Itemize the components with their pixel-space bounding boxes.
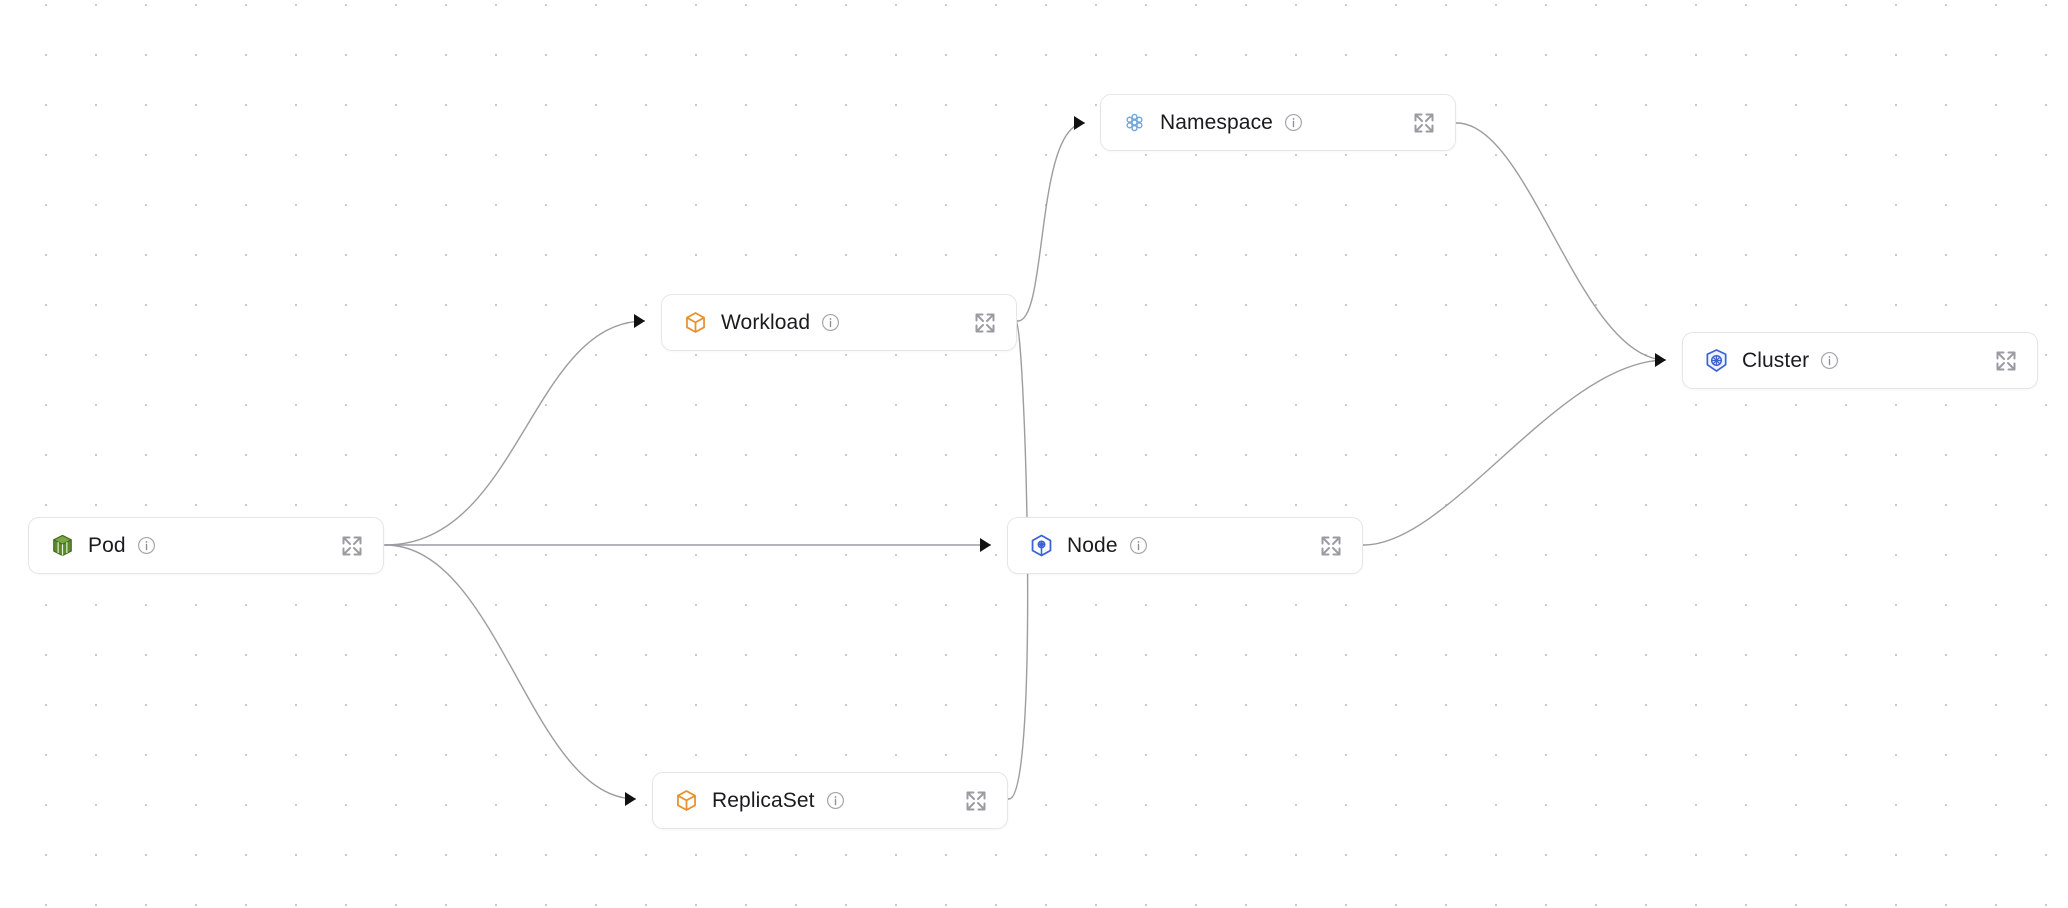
node-hexagon-icon — [1028, 533, 1054, 559]
graph-node-pod[interactable]: Pod — [28, 517, 384, 574]
graph-node-label-pod: Pod — [88, 533, 126, 557]
graph-node-node[interactable]: Node — [1007, 517, 1363, 574]
info-icon[interactable] — [1820, 351, 1839, 370]
expand-icon[interactable] — [1411, 110, 1437, 136]
edge-pod-to-replicaset[interactable] — [384, 544, 637, 800]
info-icon[interactable] — [1284, 113, 1303, 132]
replicaset-cube-icon — [673, 788, 699, 814]
info-icon[interactable] — [1129, 536, 1148, 555]
graph-node-cluster[interactable]: Cluster — [1682, 332, 2038, 389]
pod-icon — [49, 533, 75, 559]
graph-node-label-namespace: Namespace — [1160, 110, 1273, 134]
graph-node-label-node: Node — [1067, 533, 1118, 557]
arrow-into-namespace — [1074, 116, 1085, 130]
arrow-into-replicaset — [625, 792, 636, 806]
namespace-icon — [1121, 110, 1147, 136]
arrow-into-cluster — [1655, 353, 1666, 367]
workload-cube-icon — [682, 310, 708, 336]
info-icon[interactable] — [826, 791, 845, 810]
expand-icon[interactable] — [972, 310, 998, 336]
graph-node-label-cluster: Cluster — [1742, 348, 1810, 372]
graph-node-replicaset[interactable]: ReplicaSet — [652, 772, 1008, 829]
edge-pod-to-workload[interactable] — [384, 320, 646, 546]
expand-icon[interactable] — [1993, 348, 2019, 374]
edge-node-to-cluster[interactable] — [1363, 359, 1667, 546]
expand-icon[interactable] — [339, 533, 365, 559]
edge-namespace-to-cluster[interactable] — [1456, 122, 1667, 361]
expand-icon[interactable] — [1318, 533, 1344, 559]
graph-node-workload[interactable]: Workload — [661, 294, 1017, 351]
arrow-into-workload — [634, 314, 645, 328]
info-icon[interactable] — [821, 313, 840, 332]
arrow-into-node — [980, 538, 991, 552]
cluster-helm-icon — [1703, 348, 1729, 374]
expand-icon[interactable] — [963, 788, 989, 814]
edge-workload-to-namespace[interactable] — [1017, 122, 1086, 322]
graph-node-namespace[interactable]: Namespace — [1100, 94, 1456, 151]
graph-node-label-workload: Workload — [721, 310, 811, 334]
graph-node-label-replicaset: ReplicaSet — [712, 788, 815, 812]
info-icon[interactable] — [137, 536, 156, 555]
